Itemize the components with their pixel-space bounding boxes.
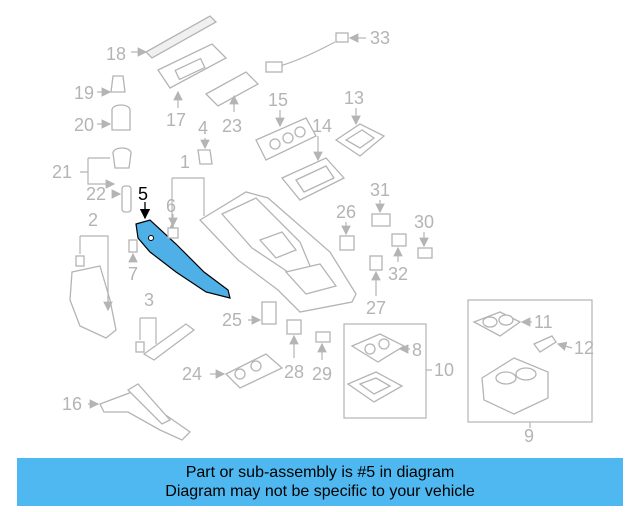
banner-line-1: Part or sub-assembly is #5 in diagram [185,464,455,481]
callout-13: 13 [344,88,364,108]
part-18 [131,15,218,59]
part-23 [204,71,260,112]
part-1 [167,177,357,313]
info-banner: Part or sub-assembly is #5 in diagram Di… [17,458,623,506]
callout-28: 28 [284,362,304,382]
part-9-box [467,299,593,428]
callout-3: 3 [144,290,154,310]
callout-18: 18 [106,44,126,64]
callout-8: 8 [412,340,422,360]
callout-25: 25 [222,310,242,330]
callout-9: 9 [524,426,534,446]
callout-10: 10 [434,360,454,380]
callout-15: 15 [268,90,288,110]
callout-4: 4 [198,118,208,138]
part-21 [80,147,132,189]
part-10-box [343,323,432,419]
callout-31: 31 [370,180,390,200]
callout-19: 19 [74,83,94,103]
part-5-highlighted [135,202,231,299]
callout-labels: 18 33 19 17 23 20 15 13 4 14 21 1 22 5 3… [52,28,594,446]
part-29 [315,331,331,360]
callout-11: 11 [534,312,553,332]
callout-14: 14 [312,116,332,136]
part-26 [339,222,355,251]
part-15 [255,110,317,161]
callout-20: 20 [74,115,94,135]
part-16 [88,383,192,441]
part-2 [69,235,117,339]
banner-line-2: Diagram may not be specific to your vehi… [165,483,475,500]
callout-29: 29 [312,364,332,384]
part-13 [334,108,386,157]
part-3 [135,317,196,361]
callout-32: 32 [388,264,408,284]
callout-23: 23 [222,116,242,136]
part-17 [157,43,228,108]
callout-22: 22 [86,184,106,204]
part-19 [97,75,126,97]
part-4 [197,138,213,165]
callout-30: 30 [414,212,434,232]
callout-7: 7 [128,264,138,284]
callout-26: 26 [336,202,356,222]
callout-21: 21 [52,162,72,182]
callout-33: 33 [370,28,390,48]
callout-1: 1 [180,152,190,172]
part-33 [265,32,366,73]
part-30 [417,232,433,259]
callout-12: 12 [574,338,594,358]
callout-5-highlighted: 5 [138,184,148,204]
part-24 [210,353,284,389]
part-20 [97,104,131,131]
callout-16: 16 [62,394,82,414]
callout-17: 17 [166,110,186,130]
callout-6: 6 [166,196,176,216]
part-6 [167,214,179,239]
callout-27: 27 [366,298,386,318]
part-22 [111,185,132,213]
part-14 [280,136,346,201]
part-32 [391,233,407,262]
callout-2: 2 [88,210,98,230]
part-31 [371,200,391,227]
callout-24: 24 [182,364,202,384]
parts-diagram: 18 33 19 17 23 20 15 13 4 14 21 1 22 5 3… [52,15,594,446]
part-7 [128,239,138,263]
part-28 [286,319,302,358]
part-25 [248,301,277,325]
part-27 [369,255,383,296]
